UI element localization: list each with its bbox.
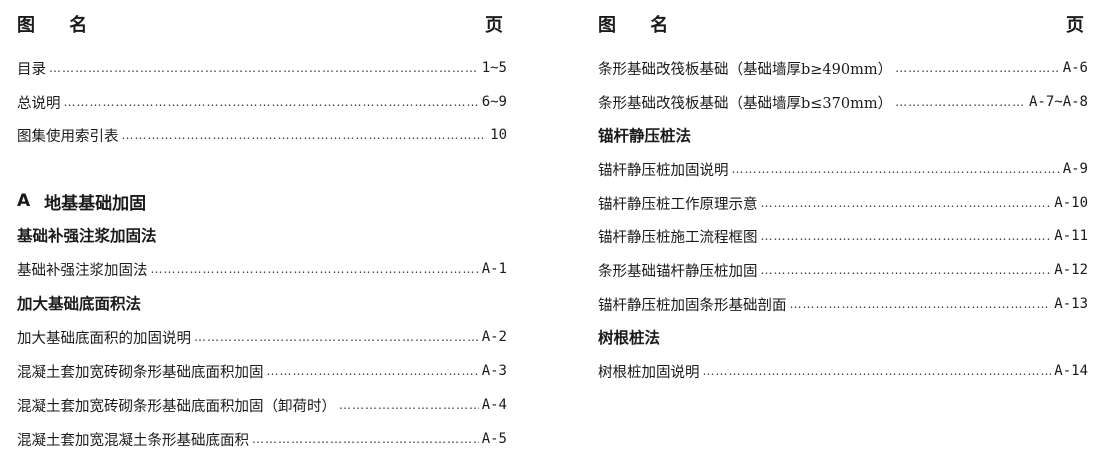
toc-entry[interactable]: 锚杆静压桩施工流程框图 A-11 (598, 219, 1088, 253)
section-letter: A (17, 191, 31, 211)
leader-dots (790, 297, 1052, 311)
leader-dots (895, 95, 1026, 109)
toc-entry-page: A-12 (1054, 262, 1088, 278)
leader-dots (252, 432, 479, 446)
toc-entry-title: 图集使用索引表 (17, 128, 119, 145)
section-heading-a: A 地基基础加固 (17, 184, 507, 218)
toc-entry[interactable]: 锚杆静压桩加固条形基础剖面 A-13 (598, 287, 1088, 321)
toc-entry-page: A-10 (1054, 195, 1088, 211)
toc-entry[interactable]: 树根桩加固说明 A-14 (598, 354, 1088, 388)
subsection-heading: 锚杆静压桩法 (598, 118, 1088, 152)
toc-entry-title: 锚杆静压桩加固说明 (598, 162, 729, 179)
leader-dots (732, 162, 1060, 176)
toc-entry[interactable]: 混凝土套加宽混凝土条形基础底面积 A-5 (17, 422, 507, 456)
toc-entry-title: 混凝土套加宽混凝土条形基础底面积 (17, 432, 249, 449)
leader-dots (761, 229, 1052, 243)
leader-dots (151, 262, 479, 276)
leader-dots (194, 330, 479, 344)
leader-dots (339, 398, 479, 412)
leader-dots (761, 263, 1052, 277)
toc-entry-title: 锚杆静压桩工作原理示意 (598, 196, 758, 213)
toc-entry-page: A-1 (481, 261, 507, 277)
subsection-heading: 基础补强注浆加固法 (17, 218, 507, 252)
header-page-label: 页 (1066, 15, 1084, 36)
subsection-heading: 树根桩法 (598, 320, 1088, 354)
toc-entry[interactable]: 图集使用索引表 10 (17, 118, 507, 152)
toc-entry[interactable]: 混凝土套加宽砖砌条形基础底面积加固 A-3 (17, 354, 507, 388)
leader-dots (761, 196, 1052, 210)
toc-entry-page: A-14 (1054, 363, 1088, 379)
toc-entry-page: A-9 (1062, 161, 1088, 177)
toc-header: 图 名 页 (17, 0, 507, 44)
toc-entry[interactable]: 目录 1~5 (17, 51, 507, 85)
toc-entry[interactable]: 混凝土套加宽砖砌条形基础底面积加固（卸荷时） A-4 (17, 388, 507, 422)
toc-entry-page: A-7~A-8 (1028, 94, 1088, 110)
leader-dots (267, 364, 479, 378)
subsection-title: 加大基础底面积法 (17, 295, 142, 313)
toc-entry-title: 总说明 (17, 95, 61, 112)
toc-entry-page: A-5 (481, 431, 507, 447)
toc-entry[interactable]: 锚杆静压桩工作原理示意 A-10 (598, 186, 1088, 220)
toc-entry[interactable]: 锚杆静压桩加固说明 A-9 (598, 152, 1088, 186)
header-title-label: 图 名 (17, 15, 102, 36)
toc-entry-title: 锚杆静压桩加固条形基础剖面 (598, 297, 787, 314)
toc-entry[interactable]: 条形基础改筏板基础（基础墙厚b≤370mm） A-7~A-8 (598, 85, 1088, 119)
toc-right-column: 图 名 页 条形基础改筏板基础（基础墙厚b≥490mm） A-6 条形基础改筏板… (598, 0, 1088, 381)
subsection-heading: 加大基础底面积法 (17, 286, 507, 320)
toc-entry[interactable]: 加大基础底面积的加固说明 A-2 (17, 320, 507, 354)
leader-dots (703, 364, 1052, 378)
leader-dots (64, 95, 479, 109)
toc-entry-title: 目录 (17, 61, 46, 78)
toc-entry-page: A-6 (1062, 60, 1088, 76)
toc-entry-title: 条形基础改筏板基础（基础墙厚b≥490mm） (598, 61, 893, 78)
subsection-title: 锚杆静压桩法 (598, 127, 692, 145)
toc-entry-page: A-13 (1054, 296, 1088, 312)
toc-entry-page: A-11 (1054, 228, 1088, 244)
toc-entry[interactable]: 条形基础锚杆静压桩加固 A-12 (598, 253, 1088, 287)
toc-entry-title: 混凝土套加宽砖砌条形基础底面积加固 (17, 364, 264, 381)
subsection-title: 基础补强注浆加固法 (17, 227, 157, 245)
leader-dots (895, 61, 1060, 75)
toc-entry-page: A-3 (481, 363, 507, 379)
header-title-label: 图 名 (598, 15, 683, 36)
toc-entry[interactable]: 条形基础改筏板基础（基础墙厚b≥490mm） A-6 (598, 51, 1088, 85)
toc-entry-title: 条形基础改筏板基础（基础墙厚b≤370mm） (598, 95, 893, 112)
toc-entry[interactable]: 总说明 6~9 (17, 85, 507, 119)
toc-entry-title: 锚杆静压桩施工流程框图 (598, 229, 758, 246)
toc-entry-title: 加大基础底面积的加固说明 (17, 330, 191, 347)
section-title: 地基基础加固 (44, 193, 147, 214)
toc-entry-title: 条形基础锚杆静压桩加固 (598, 263, 758, 280)
header-page-label: 页 (485, 15, 503, 36)
subsection-title: 树根桩法 (598, 329, 661, 347)
toc-entry-page: 6~9 (481, 94, 507, 110)
toc-entry-page: 1~5 (481, 60, 507, 76)
leader-dots (122, 128, 488, 142)
toc-header: 图 名 页 (598, 0, 1088, 44)
leader-dots (49, 61, 479, 75)
toc-entry-page: 10 (490, 127, 507, 143)
toc-entry-title: 基础补强注浆加固法 (17, 262, 148, 279)
toc-entry-title: 混凝土套加宽砖砌条形基础底面积加固（卸荷时） (17, 398, 336, 415)
toc-entry[interactable]: 基础补强注浆加固法 A-1 (17, 252, 507, 286)
toc-entry-page: A-2 (481, 329, 507, 345)
toc-entry-page: A-4 (481, 397, 507, 413)
toc-entry-title: 树根桩加固说明 (598, 364, 700, 381)
toc-left-column: 图 名 页 目录 1~5 总说明 6~9 图集使用索引表 10 A 地基基础加固… (17, 0, 507, 449)
